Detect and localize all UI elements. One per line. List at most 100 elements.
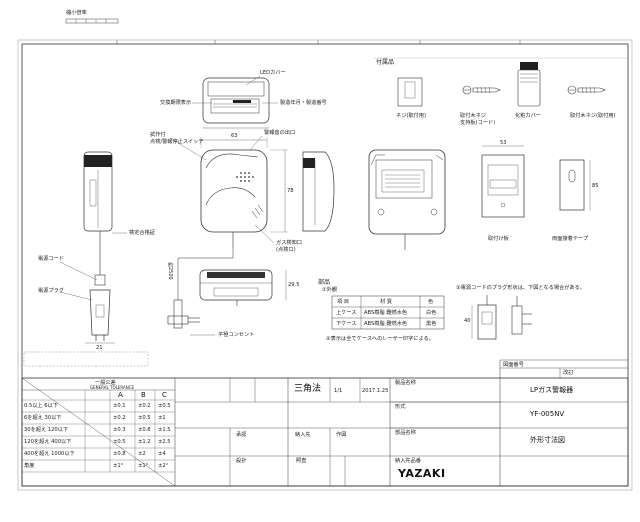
right-side-view [302, 151, 335, 232]
outer-border [17, 39, 633, 491]
scale-bar [65, 18, 119, 24]
cord-length-label: 約2500 [167, 262, 173, 280]
scale-bar-label: 縮小倍率 [66, 10, 87, 16]
tolerance-title: 一般公差 [95, 380, 116, 386]
mat-row2-material: ABS樹脂 難燃水色 [364, 321, 408, 327]
accessory-3: 支持板(コード) [460, 120, 496, 126]
company-logo: YAZAKI [398, 467, 446, 480]
mat-header-material: 材 質 [380, 299, 393, 305]
model-label: 形式 [395, 404, 406, 410]
mat-row1-color: 白色 [426, 310, 437, 316]
tol-row-1-c: ±0.5 [158, 403, 171, 409]
exchange-label: 交換期限表示 [160, 100, 192, 106]
cord-and-plug [85, 245, 115, 344]
accessory-2: 取付木ネジ [460, 113, 486, 119]
gas-inlet-note: (点検口) [276, 247, 296, 253]
accessory-screw-2 [567, 85, 606, 95]
plug-note: ③電源コードのプラグ形状は、下図となる場合がある。 [456, 285, 585, 291]
plate-dim-w: 53 [500, 140, 507, 146]
gas-inlet-label: ガス検知口 [276, 240, 302, 246]
grade-b: B [141, 391, 146, 399]
tape-dim-h: 85 [592, 183, 599, 189]
tol-row-3-c: ±1.5 [158, 427, 171, 433]
revision-label: 改訂 [563, 370, 574, 376]
customer-label: 納入先 [295, 432, 311, 438]
materials-table-grid [331, 295, 445, 330]
design-label: 設計 [236, 458, 247, 464]
alt-plug-dim: 40 [464, 318, 471, 324]
tol-row-3-range: 30を超え 120以下 [24, 427, 69, 433]
grade-c: C [162, 391, 167, 399]
mat-row1-item: 上ケース [336, 310, 357, 316]
adhesive-tape [559, 159, 591, 211]
mat-header-color: 色 [428, 299, 434, 305]
wall-plug [167, 299, 200, 329]
dim-height: 78 [287, 188, 294, 194]
tol-row-5-range: 400を超え 1000以下 [24, 451, 75, 457]
mat-header-item: 項 目 [337, 299, 350, 305]
led-cover-label: LEDカバー [260, 70, 286, 76]
mounting-plate [481, 145, 525, 218]
accessory-clip [397, 77, 423, 107]
accessory-5: 取付木ネジ(取付用) [570, 113, 616, 119]
scale-value: 1/1 [334, 388, 343, 394]
part-name-label: 部品名称 [395, 430, 416, 436]
accessory-1: ネジ(取付用) [396, 113, 426, 119]
check-label: 検定合格証 [129, 230, 155, 236]
tol-row-5-a: ±0.8 [113, 451, 126, 457]
check-label-tb: 照査 [296, 458, 307, 464]
mat-row2-color: 黒色 [426, 321, 437, 327]
tol-row-2-a: ±0.2 [113, 415, 126, 421]
note-box [23, 351, 149, 367]
tol-row-1-range: 0.5以上 6以下 [24, 403, 58, 409]
accessories-title: 付属品 [376, 59, 395, 66]
title-block-grid [21, 359, 629, 487]
alt-plug [471, 295, 532, 340]
test-switch-label: 点検/警報停止スイッチ [150, 139, 204, 145]
serial-label: 製造年月・製造番号 [280, 100, 327, 106]
materials-title: 部品 [318, 279, 331, 286]
date-value: 2017.1.25 [362, 388, 389, 394]
tol-row-5-c: ±4 [158, 451, 166, 457]
accessory-cap [517, 62, 541, 107]
tol-row-6-a: ±1° [113, 463, 124, 469]
tol-row-3-a: ±0.3 [113, 427, 126, 433]
tol-row-5-b: ±2 [138, 451, 146, 457]
sound-hole-label: 警報音の出口 [264, 130, 296, 136]
tolerance-sub: GENERAL TOLERANCE [90, 385, 135, 390]
tol-row-2-c: ±1 [158, 415, 166, 421]
accessory-screw-1 [462, 85, 501, 95]
tol-row-1-b: ±0.2 [138, 403, 151, 409]
approve-label: 承認 [236, 432, 247, 438]
draw-label: 作図 [336, 432, 347, 438]
dim-width: 63 [231, 133, 238, 139]
part-name: 外形寸法図 [530, 436, 565, 444]
model-value: YF-005NV [530, 410, 565, 418]
left-side-view [83, 151, 113, 245]
product-name: LPガス警報器 [530, 386, 574, 394]
product-name-label: 製品名称 [395, 380, 416, 386]
concentric-label: 平極コンセント [218, 332, 255, 338]
tol-row-4-a: ±0.5 [113, 439, 126, 445]
tol-row-2-b: ±0.5 [138, 415, 151, 421]
dim-plug: 21 [96, 345, 103, 351]
materials-subtitle: ①外観 [322, 287, 338, 293]
tol-row-4-b: ±1.2 [138, 439, 151, 445]
tol-row-2-range: 6を超え 30以下 [24, 415, 62, 421]
grade-a: A [118, 391, 123, 399]
plug-label: 電源プラグ [38, 288, 64, 294]
customer-part-label: 納入先品番 [395, 458, 421, 464]
projection-method: 三角法 [294, 384, 322, 394]
back-view [368, 149, 446, 250]
tol-row-6-range: 角度 [24, 463, 35, 469]
mat-row1-material: ABS樹脂 難燃水色 [364, 310, 408, 316]
test-switch-title: 試作付 [150, 132, 166, 138]
tol-row-4-range: 120を超え 400以下 [24, 439, 72, 445]
tape-label: 両面接着テープ [552, 236, 589, 242]
tol-row-6-b: ±1° [138, 463, 149, 469]
tol-row-4-c: ±2.5 [158, 439, 171, 445]
tol-row-1-a: ±0.1 [113, 403, 126, 409]
drawing-no-label: 図面番号 [503, 362, 524, 368]
cord-label: 電源コード [38, 256, 64, 262]
